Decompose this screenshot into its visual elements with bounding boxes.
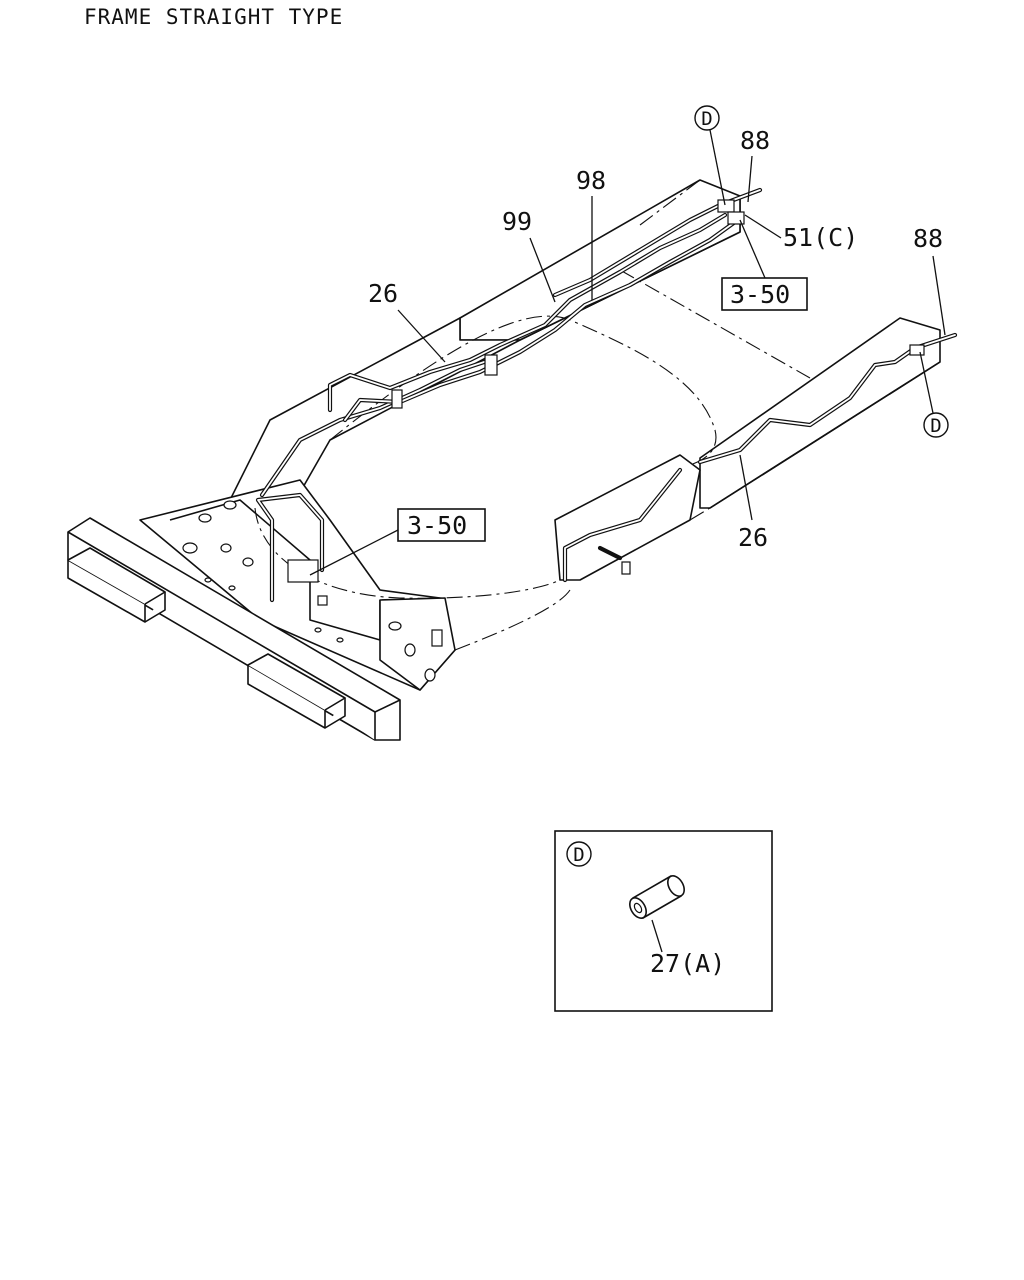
ref-box-3-50-left	[397, 508, 486, 542]
callout-51c: 51(C)	[783, 223, 858, 252]
callout-26-left: 26	[368, 279, 398, 308]
ref-box-3-50-right	[721, 277, 808, 311]
detail-marker-d: D	[566, 841, 592, 867]
vehicle-frame	[67, 179, 941, 741]
ref-3-50-left: 3-50	[407, 511, 467, 540]
diagram-title: FRAME STRAIGHT TYPE	[84, 5, 343, 29]
ref-3-50-right: 3-50	[730, 280, 790, 309]
callouts: 26 99 98 D 88 51(C) 3-50 88 D 2	[309, 105, 949, 576]
detail-part-label: 27(A)	[650, 949, 725, 978]
detail-d-box: D 27(A)	[554, 830, 773, 1012]
callout-98: 98	[576, 166, 606, 195]
svg-text:D: D	[701, 108, 712, 130]
sleeve-part-icon	[629, 875, 685, 919]
callout-88-top: 88	[740, 126, 770, 155]
callout-26-right: 26	[738, 523, 768, 552]
brake-pipes	[255, 187, 958, 603]
callout-88-right: 88	[913, 224, 943, 253]
svg-text:D: D	[930, 415, 941, 437]
marker-d-top: D	[694, 105, 720, 131]
callout-99: 99	[502, 207, 532, 236]
svg-text:D: D	[573, 844, 584, 866]
marker-d-right: D	[923, 412, 949, 438]
